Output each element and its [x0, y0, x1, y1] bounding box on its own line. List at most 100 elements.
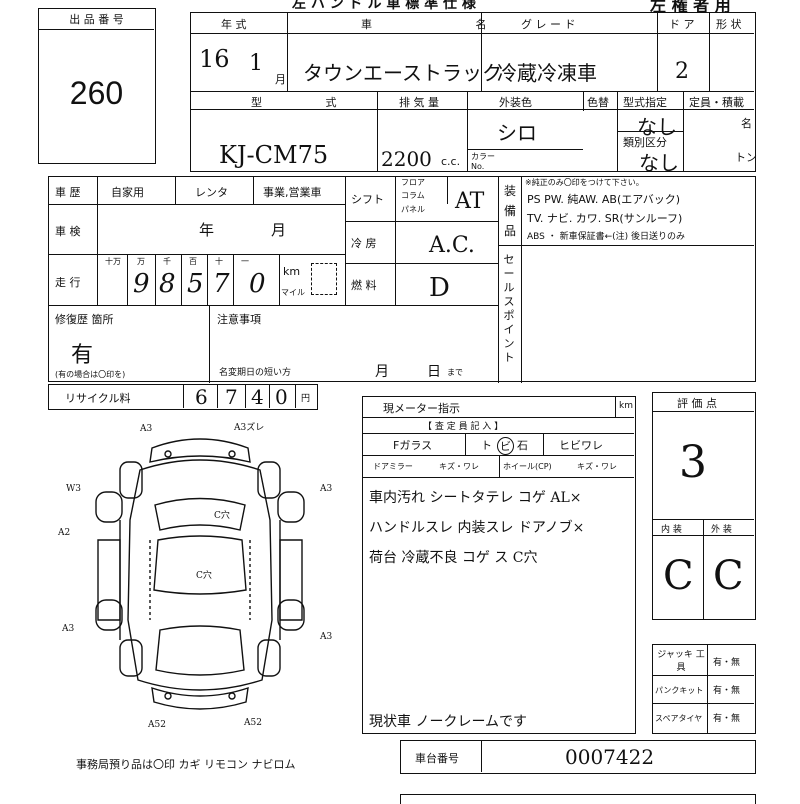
inspection-label: 車 検 — [55, 225, 81, 238]
diagram-mark-roof-hole: C穴 — [214, 511, 230, 521]
sales-point-label: セールスポイント — [503, 253, 515, 364]
shift-floor: フロア — [401, 178, 425, 187]
grade-score-label: 評 価 点 — [677, 397, 717, 410]
recycle-digit-2: 7 — [225, 385, 238, 409]
glass-opt-bi: ビ — [497, 437, 514, 455]
cc-label: c.c. — [441, 155, 461, 168]
diagram-mark-right-door: A3 — [320, 484, 333, 494]
name-change-day: 日 — [427, 364, 441, 380]
model-code-value: KJ-CM75 — [219, 141, 329, 169]
name-change-month: 月 — [375, 364, 389, 380]
mileage-digit-10: 7 — [213, 269, 230, 299]
glass-opt-to: ト — [481, 439, 492, 452]
km-label: km — [283, 265, 301, 278]
tools-box: ジャッキ 工具 パンクキット スペアタイヤ 有・無 有・無 有・無 — [652, 644, 756, 734]
wheel-opts: キズ・ワレ — [577, 462, 617, 471]
glass-opt-ishi: 石 — [517, 439, 528, 452]
history-business: 事業,営業車 — [263, 186, 322, 199]
inspector-comment-2: ハンドルスレ 内装スレ ドアノブ× — [369, 520, 585, 536]
exterior-grade: C — [713, 553, 744, 599]
diagram-mark-center-hole: C穴 — [196, 571, 212, 581]
mile-checkbox[interactable] — [311, 263, 337, 295]
mileage-digit-100: 5 — [187, 269, 204, 299]
repair-value: 有 — [71, 343, 94, 368]
digit-label-10: 十 — [215, 257, 223, 266]
inspector-box: 現メーター指示 km 【 査 定 員 記 入 】 Fガラス ト ビ 石 ヒビワレ… — [362, 396, 636, 734]
inspection-month: 月 — [271, 221, 287, 239]
header-right-title: 左 権 者 用 — [650, 0, 731, 15]
glass-crack: ヒビワレ — [559, 439, 603, 452]
category-value: なし — [639, 151, 679, 175]
diagram-mark-front-left: A3 — [140, 424, 153, 434]
displacement-label: 排 気 量 — [399, 96, 439, 109]
recycle-digit-3: 4 — [251, 385, 264, 409]
diagram-mark-rear-right: A52 — [244, 718, 262, 728]
bottom-box — [400, 794, 756, 804]
ac-label: 冷 房 — [351, 237, 377, 250]
lot-number-value: 260 — [69, 75, 124, 111]
inspector-comment-3: 荷台 冷蔵不良 コゲ ス C穴 — [369, 550, 538, 566]
meter-label: 現メーター指示 — [383, 402, 460, 415]
history-private: 自家用 — [111, 186, 144, 199]
chassis-value: 0007422 — [565, 745, 655, 769]
equipment-line2: TV. ナビ. カワ. SR(サンルーフ) — [527, 212, 683, 225]
mileage-label: 走 行 — [55, 276, 81, 289]
mile-label: マイル — [281, 288, 305, 297]
recycle-digit-1: 6 — [195, 385, 208, 409]
equipment-label: 装備品 — [503, 184, 516, 238]
car-name-label: 車 名 — [361, 18, 537, 31]
shift-panel: パネル — [401, 205, 425, 214]
repair-note: (有の場合は〇印を) — [55, 370, 126, 379]
digit-label-1: 一 — [241, 257, 249, 266]
mirror-label: ドアミラー — [373, 462, 413, 471]
name-change-made: まで — [447, 368, 463, 377]
recycle-label: リサイクル料 — [65, 392, 131, 405]
recycle-box: リサイクル料 6 7 4 0 円 — [48, 384, 318, 410]
lot-number-box: 出 品 番 号 260 — [38, 8, 156, 164]
diagram-mark-rear-left: A52 — [148, 720, 166, 730]
grade-value: 冷蔵冷凍車 — [497, 61, 597, 85]
mileage-digit-10k: 9 — [133, 269, 150, 299]
inspector-comment-1: 車内汚れ シートタテレ コゲ AL× — [369, 490, 582, 506]
capacity-label: 定員・積載 — [689, 96, 744, 109]
equipment-line1: PS PW. 純AW. AB(エアバック) — [527, 193, 681, 206]
digit-label-100k: 十万 — [105, 257, 121, 266]
mileage-digit-1: 0 — [249, 269, 266, 299]
chassis-label: 車台番号 — [415, 752, 459, 765]
shape-label: 形 状 — [716, 18, 742, 31]
header-title: 左 ハ ン ド ル 車 標 準 仕 様 — [292, 0, 476, 12]
color-label: 外装色 — [499, 96, 532, 109]
inspector-bottom-comment: 現状車 ノークレームです — [369, 714, 528, 730]
year-value: 16 — [199, 45, 230, 73]
recycle-yen: 円 — [301, 394, 311, 404]
doors-value: 2 — [675, 59, 689, 84]
name-change-label: 名変期日の短い方 — [219, 368, 292, 378]
history-label: 車 歴 — [55, 186, 81, 199]
fuel-value: D — [429, 273, 450, 303]
doors-label: ド ア — [669, 18, 695, 31]
shift-label: シフト — [351, 193, 384, 206]
spare-tire-label: スペアタイヤ — [655, 714, 703, 723]
inspection-year: 年 — [199, 221, 215, 239]
diagram-mark-left-door: A2 — [58, 528, 71, 538]
interior-label: 内 装 — [661, 525, 682, 535]
color-value: シロ — [497, 121, 537, 145]
digit-label-100: 百 — [189, 257, 197, 266]
interior-grade: C — [663, 553, 694, 599]
shift-column: コラム — [401, 191, 425, 200]
office-items: 事務局預り品は〇印 カギ リモコン ナビロム — [76, 758, 296, 771]
month-suffix: 月 — [275, 73, 286, 86]
type-designation-label: 型式指定 — [623, 96, 667, 109]
color-change-label: 色替 — [587, 96, 609, 109]
grade-score-value: 3 — [679, 437, 707, 488]
model-type-label: 型 式 — [251, 96, 367, 109]
history-rental: レンタ — [195, 186, 228, 199]
diagram-mark-right-rear: A3 — [320, 632, 333, 642]
fuel-label: 燃 料 — [351, 279, 377, 292]
repair-label: 修復歴 箇所 — [55, 313, 114, 326]
digit-label-1k: 千 — [163, 257, 171, 266]
category-label: 類別区分 — [623, 136, 667, 149]
month-value: 1 — [249, 51, 263, 76]
notes-label: 注意事項 — [217, 313, 261, 326]
vehicle-info-box: 年 式 車 名 グ レ ー ド ド ア 形 状 16 1 月 タウンエーストラッ… — [190, 12, 757, 175]
